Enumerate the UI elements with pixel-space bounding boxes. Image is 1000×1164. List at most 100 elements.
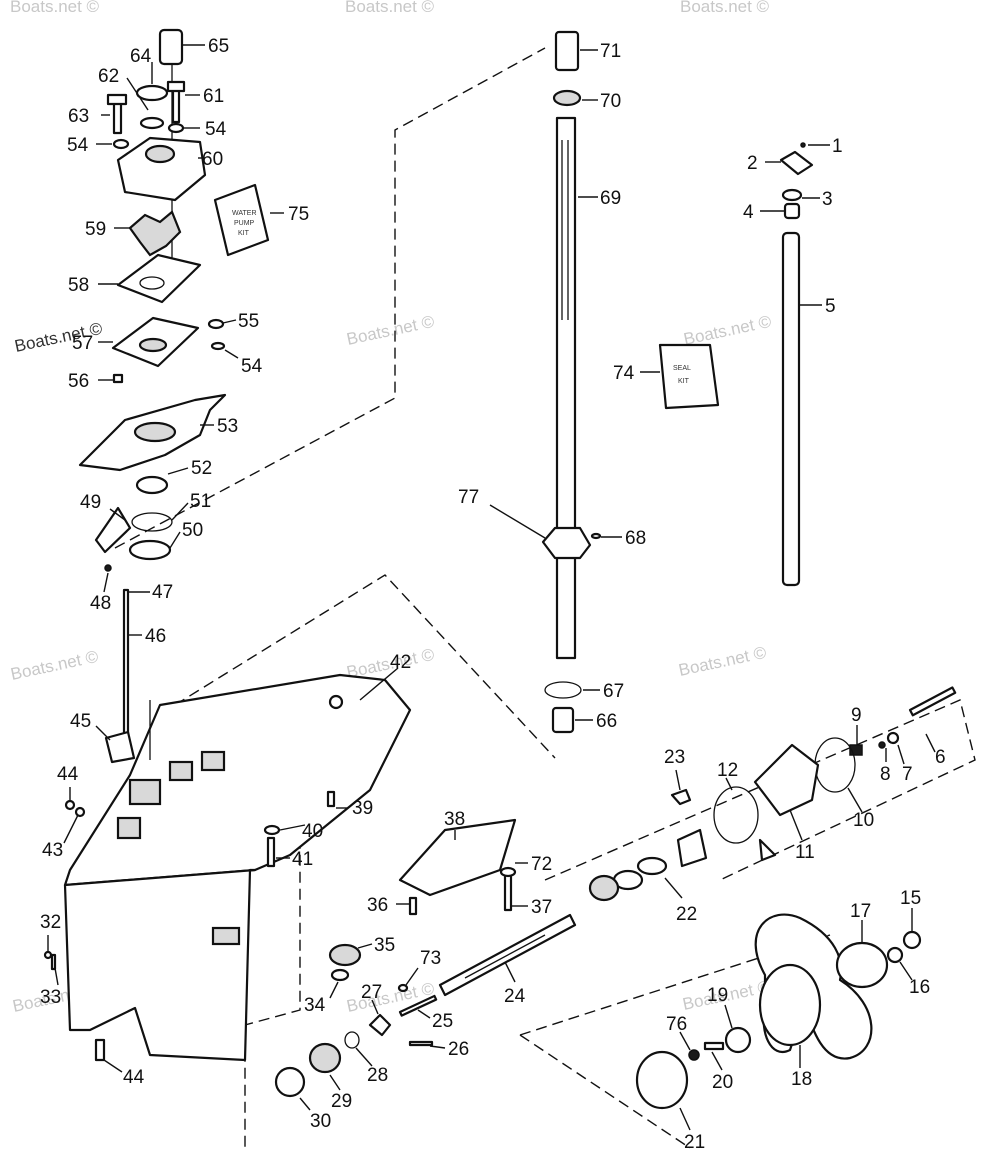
part-5-shift-shaft xyxy=(781,231,801,587)
callout-12: 12 xyxy=(717,760,738,781)
callout-66: 66 xyxy=(596,711,617,732)
part-6-bolt xyxy=(908,686,957,717)
part-53-base-bore xyxy=(133,421,177,443)
callout-49: 49 xyxy=(80,492,101,513)
callout-61: 61 xyxy=(203,86,224,107)
part-26-cross-pin xyxy=(408,1040,434,1047)
part-10-o-ring xyxy=(814,737,856,793)
callout-72: 72 xyxy=(531,854,552,875)
part-15-nut xyxy=(902,930,922,950)
water-pump-assembly: WATER PUMP KIT xyxy=(78,28,270,561)
watermark-text: Boats.net © xyxy=(345,979,437,1016)
callout-27: 27 xyxy=(361,982,382,1003)
part-66-bearing xyxy=(551,706,575,734)
part-36-screw xyxy=(408,896,418,916)
housing-port xyxy=(200,750,226,772)
part-72-washer xyxy=(499,866,517,878)
callout-33: 33 xyxy=(40,987,61,1008)
callout-42: 42 xyxy=(390,652,411,673)
part-54-washer xyxy=(112,138,130,150)
kit-75-label: KIT xyxy=(238,230,250,237)
part-23-retainer xyxy=(758,838,777,862)
housing-badge xyxy=(211,926,241,946)
callout-70: 70 xyxy=(600,91,621,112)
callout-1: 1 xyxy=(832,136,843,157)
callout-73: 73 xyxy=(420,948,441,969)
part-16-washer xyxy=(886,946,904,964)
part-58-gasket-hole xyxy=(139,276,165,290)
shift-rod-assembly xyxy=(64,564,136,818)
callout-39: 39 xyxy=(352,798,373,819)
callout-44: 44 xyxy=(57,764,79,785)
callout-56: 56 xyxy=(68,371,89,392)
part-57-plate-hole xyxy=(138,337,168,353)
callout-labels: 65 64 62 61 63 54 54 60 75 59 58 55 57 5… xyxy=(40,36,946,1153)
callout-58: 58 xyxy=(68,275,89,296)
callout-77: 77 xyxy=(458,487,479,508)
part-64-seal xyxy=(135,84,169,102)
part-61-screw-head xyxy=(166,80,186,93)
part-22-washer xyxy=(636,856,668,876)
callout-48: 48 xyxy=(90,593,111,614)
part-46-shift-rod xyxy=(122,588,130,742)
part-44-screw xyxy=(64,799,76,811)
part-1-pin xyxy=(800,142,806,148)
watermark-text: Boats.net © xyxy=(345,0,435,16)
callout-76: 76 xyxy=(666,1014,687,1035)
callout-22: 22 xyxy=(676,904,697,925)
watermark-text: Boats.net © xyxy=(345,312,437,349)
part-71-bushing xyxy=(554,30,580,72)
callout-71: 71 xyxy=(600,41,621,62)
part-59-impeller xyxy=(128,210,182,257)
part-42-housing-body xyxy=(63,868,257,1062)
dashed-line-prop-lower xyxy=(519,1034,691,1149)
callout-10: 10 xyxy=(853,810,874,831)
propshaft-spline xyxy=(464,934,546,979)
callout-37: 37 xyxy=(531,897,552,918)
dashed-line-housing-to-driveshaft xyxy=(174,574,556,759)
part-68-pin xyxy=(590,532,602,540)
part-55-pin xyxy=(207,318,225,330)
part-22-gear xyxy=(588,874,620,902)
callout-23: 23 xyxy=(664,747,685,768)
part-54-washer xyxy=(210,341,226,351)
kit-75-label: PUMP xyxy=(234,220,255,227)
propeller-assembly xyxy=(635,913,922,1110)
callout-63: 63 xyxy=(68,106,89,127)
housing-port xyxy=(128,778,162,806)
callout-4: 4 xyxy=(743,202,754,223)
bearing-carrier-assembly xyxy=(588,686,957,902)
callout-21: 21 xyxy=(684,1132,705,1153)
watermark-text: Boats.net © xyxy=(677,643,769,680)
watermark-text: Boats.net © xyxy=(680,0,770,16)
part-21-adapter xyxy=(635,1050,689,1110)
callout-2: 2 xyxy=(747,153,758,174)
callout-52: 52 xyxy=(191,458,212,479)
callout-28: 28 xyxy=(367,1065,388,1086)
callout-43: 43 xyxy=(42,840,63,861)
housing-port xyxy=(116,816,142,840)
leader-lines xyxy=(47,44,936,1131)
part-30-bearing-cup xyxy=(274,1066,306,1098)
part-73-spring xyxy=(397,983,409,993)
part-43-washer xyxy=(74,806,86,818)
part-63-screw xyxy=(112,101,123,135)
part-33-screw xyxy=(50,953,57,971)
part-11-bearing-carrier xyxy=(753,743,820,817)
callout-35: 35 xyxy=(374,935,395,956)
callout-11: 11 xyxy=(795,842,815,863)
part-32-screw xyxy=(43,950,53,960)
callout-68: 68 xyxy=(625,528,646,549)
callout-40: 40 xyxy=(302,821,323,842)
callout-54: 54 xyxy=(205,119,227,140)
part-19-spacer xyxy=(724,1026,752,1054)
part-27-clutch xyxy=(368,1013,392,1037)
callout-51: 51 xyxy=(190,491,211,512)
dashed-line-propeller xyxy=(519,934,831,1036)
part-42-housing-top xyxy=(63,673,412,887)
callout-46: 46 xyxy=(145,626,166,647)
propshaft-assembly xyxy=(274,818,577,1098)
callout-29: 29 xyxy=(331,1091,352,1112)
